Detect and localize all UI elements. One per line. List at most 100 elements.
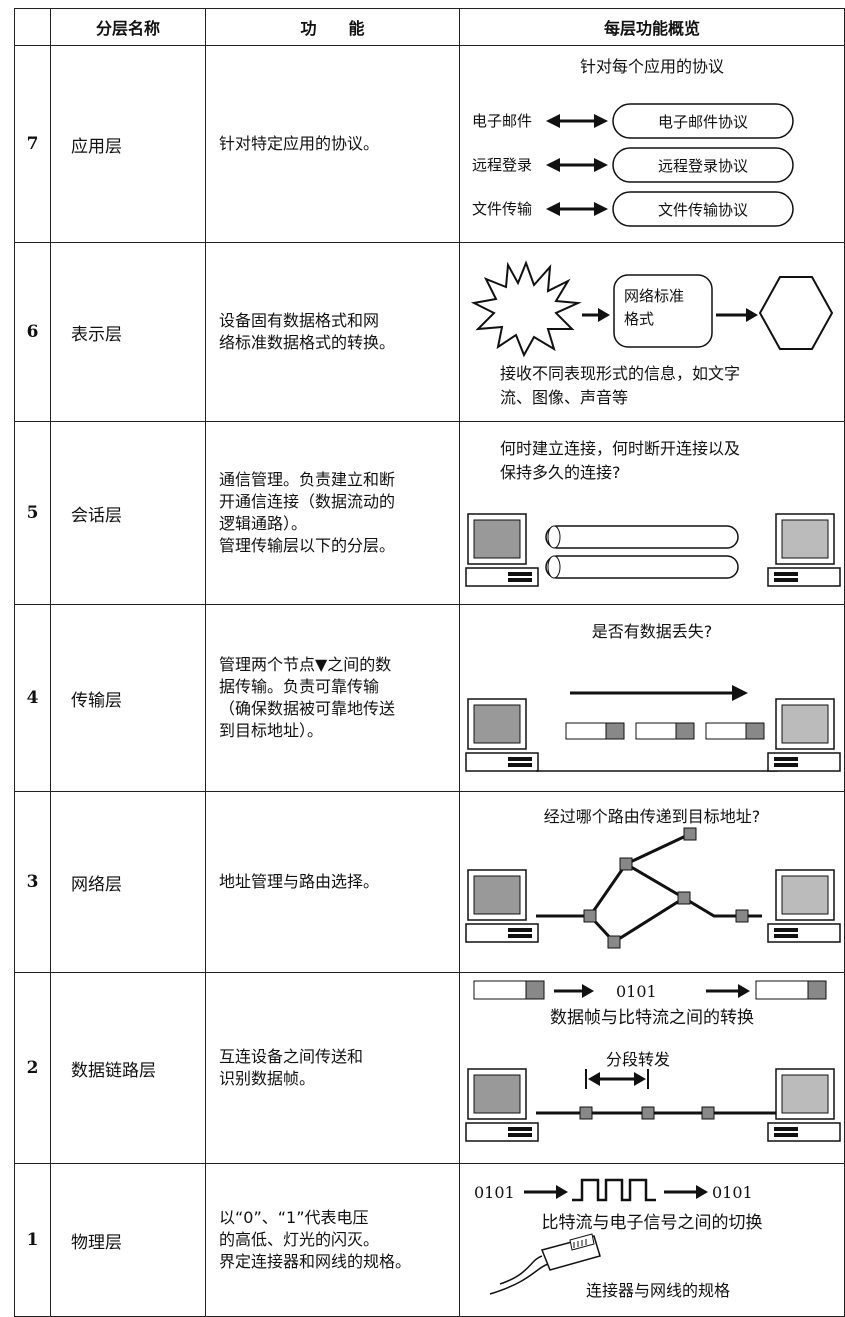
router-node <box>677 891 691 905</box>
arrow-icon <box>524 1185 568 1199</box>
layer-number: 2 <box>14 972 51 1164</box>
transport-diagram: 是否有数据丢失? <box>465 622 841 772</box>
header-row: 分层名称 功 能 每层功能概览 <box>14 8 845 46</box>
overview-caption: 针对每个应用的协议 <box>580 57 724 76</box>
router-node <box>619 857 633 871</box>
double-arrow-icon <box>585 1069 649 1089</box>
protocol-box <box>612 147 794 183</box>
standard-format-label: 网络标准格式 <box>624 287 684 328</box>
layer-name: 物理层 <box>50 1163 206 1317</box>
layer-number: 1 <box>14 1163 51 1317</box>
presentation-diagram: 网络标准格式 接收不同表现形式的信息，如文字流、图像、声音等 <box>470 260 834 407</box>
header-function: 功 能 <box>205 8 460 46</box>
header-num <box>14 8 51 46</box>
layer-overview-4: 是否有数据丢失? <box>459 604 845 792</box>
layer-function: 通信管理。负责建立和断 开通信连接（数据流动的 逻辑通路）。 管理传输层以下的分… <box>205 421 460 605</box>
layer-name: 传输层 <box>50 604 206 792</box>
network-diagram: 经过哪个路由传递到目标地址? <box>465 807 841 949</box>
computer-icon <box>767 698 841 772</box>
bit-stream-in-label: 0101 <box>474 1183 515 1202</box>
router-node <box>583 909 597 923</box>
layer-row-1: 1 物理层 以“0”、“1”代表电压 的高低、灯光的闪灭。 界定连接器和网线的规… <box>14 1163 845 1317</box>
layer-overview-1: 0101 0101 比特流与电子信号之间的切换 连接器与网线的规格 <box>459 1163 845 1317</box>
header-name: 分层名称 <box>50 8 206 46</box>
overview-caption: 是否有数据丢失? <box>592 622 713 641</box>
overview-caption: 接收不同表现形式的信息，如文字流、图像、声音等 <box>500 364 740 407</box>
arrow-icon <box>570 685 748 701</box>
datalink-diagram: 0101 数据帧与比特流之间的转换 分段转发 <box>465 980 841 1142</box>
layer-row-4: 4 传输层 管理两个节点▼之间的数 据传输。负责可靠传输 （确保数据被可靠地传送… <box>14 604 845 792</box>
arrow-icon <box>716 308 758 322</box>
computer-icon <box>465 513 539 587</box>
app-label: 文件传输 <box>472 200 532 218</box>
layer-overview-2: 0101 数据帧与比特流之间的转换 分段转发 <box>459 972 845 1164</box>
switch-node <box>579 1106 593 1120</box>
layer-function: 针对特定应用的协议。 <box>205 45 460 243</box>
data-packet <box>565 722 625 740</box>
layer-name: 应用层 <box>50 45 206 243</box>
hexagon-icon <box>758 276 834 350</box>
layer-number: 7 <box>14 45 51 243</box>
route-lines <box>536 832 762 944</box>
standard-format-box <box>613 274 713 348</box>
double-arrow-icon <box>546 158 608 172</box>
layer-overview-7: 针对每个应用的协议 电子邮件 电子邮件协议 远程登录 远程登录协议 文件传输 <box>459 45 845 243</box>
connection-pipe <box>545 525 739 579</box>
layer-name: 数据链路层 <box>50 972 206 1164</box>
computer-icon <box>767 1068 841 1142</box>
layer-row-7: 7 应用层 针对特定应用的协议。 针对每个应用的协议 电子邮件 电子邮件协议 远… <box>14 45 845 243</box>
layer-overview-6: 网络标准格式 接收不同表现形式的信息，如文字流、图像、声音等 <box>459 242 845 422</box>
protocol-box <box>612 191 794 227</box>
protocol-label: 电子邮件协议 <box>658 113 748 131</box>
bit-stream-label: 0101 <box>616 982 657 1001</box>
data-packet <box>705 722 765 740</box>
app-label: 电子邮件 <box>472 112 532 130</box>
layer-row-5: 5 会话层 通信管理。负责建立和断 开通信连接（数据流动的 逻辑通路）。 管理传… <box>14 421 845 605</box>
application-diagram: 针对每个应用的协议 电子邮件 电子邮件协议 远程登录 远程登录协议 文件传输 <box>472 57 794 227</box>
computer-icon <box>465 698 539 772</box>
osi-table: 分层名称 功 能 每层功能概览 7 应用层 针对特定应用的协议。 针对每个应用的… <box>14 8 845 1317</box>
computer-icon <box>465 869 539 943</box>
layer-row-6: 6 表示层 设备固有数据格式和网 络标准数据格式的转换。 网络标准格式 接收不同… <box>14 242 845 422</box>
data-packet <box>635 722 695 740</box>
layer-function: 互连设备之间传送和 识别数据帧。 <box>205 972 460 1164</box>
layer-number: 3 <box>14 791 51 973</box>
router-node <box>735 909 749 923</box>
layer-function: 设备固有数据格式和网 络标准数据格式的转换。 <box>205 242 460 422</box>
square-wave-icon <box>572 1178 656 1202</box>
physical-diagram: 0101 0101 比特流与电子信号之间的切换 连接器与网线的规格 <box>474 1178 763 1300</box>
header-overview: 每层功能概览 <box>459 8 845 46</box>
layer-overview-3: 经过哪个路由传递到目标地址? <box>459 791 845 973</box>
layer-row-2: 2 数据链路层 互连设备之间传送和 识别数据帧。 0101 数据帧与比特流之间的… <box>14 972 845 1164</box>
data-frame <box>755 980 827 1000</box>
protocol-pair: 远程登录 远程登录协议 <box>472 147 794 183</box>
overview-caption: 何时建立连接，何时断开连接以及保持多久的连接? <box>500 439 740 482</box>
overview-caption: 比特流与电子信号之间的切换 <box>542 1213 763 1233</box>
computer-icon <box>465 1068 539 1142</box>
layer-row-3: 3 网络层 地址管理与路由选择。 经过哪个路由传递到目标地址? <box>14 791 845 973</box>
layer-number: 5 <box>14 421 51 605</box>
computer-icon <box>767 869 841 943</box>
protocol-label: 远程登录协议 <box>658 157 748 175</box>
protocol-label: 文件传输协议 <box>658 201 748 219</box>
computer-icon <box>767 513 841 587</box>
layer-function: 管理两个节点▼之间的数 据传输。负责可靠传输 （确保数据被可靠地传送 到目标地址… <box>205 604 460 792</box>
protocol-pair: 文件传输 文件传输协议 <box>472 191 794 227</box>
overview-caption: 数据帧与比特流之间的转换 <box>550 1008 754 1028</box>
router-node <box>683 827 697 841</box>
arrow-icon <box>664 1185 708 1199</box>
overview-caption: 经过哪个路由传递到目标地址? <box>544 807 761 826</box>
app-label: 远程登录 <box>472 156 532 174</box>
double-arrow-icon <box>546 202 608 216</box>
router-node <box>607 935 621 949</box>
protocol-box <box>612 103 794 139</box>
protocol-pair: 电子邮件 电子邮件协议 <box>472 103 794 139</box>
switch-node <box>701 1106 715 1120</box>
arrow-icon <box>554 984 594 998</box>
connector-caption: 连接器与网线的规格 <box>586 1281 730 1300</box>
segment-forward-label: 分段转发 <box>606 1050 670 1069</box>
layer-function: 地址管理与路由选择。 <box>205 791 460 973</box>
layer-number: 4 <box>14 604 51 792</box>
layer-overview-5: 何时建立连接，何时断开连接以及保持多久的连接? <box>459 421 845 605</box>
switch-node <box>641 1106 655 1120</box>
